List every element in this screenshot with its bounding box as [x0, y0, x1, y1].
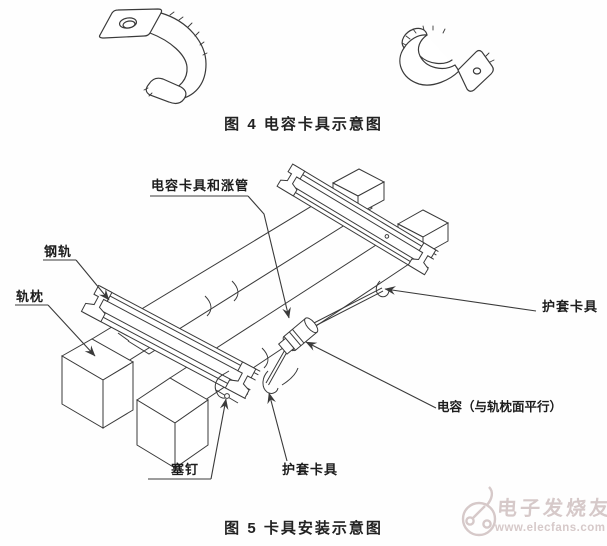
watermark-name: 电子发烧友: [496, 498, 607, 520]
label-sheath-clamp-bottom: 护套卡具: [282, 462, 339, 477]
label-underlines: [15, 195, 248, 480]
capacitor-assembly: [262, 280, 390, 394]
clamp-j-hook-drawing: [98, 8, 208, 105]
sleeper-end-block-2: [136, 377, 209, 469]
label-steel-rail: 钢轨: [44, 244, 73, 259]
sleeper-end-block-1: [60, 338, 134, 429]
label-capacitor-parallel: 电容（与轨枕面平行）: [437, 400, 563, 414]
sheath-clamp-near-drawing: [262, 370, 279, 394]
label-sheath-clamp-right: 护套卡具: [542, 299, 599, 314]
elecfans-logo-icon: [461, 486, 497, 537]
watermark-site: www.elecfans.com: [495, 522, 606, 534]
leader-plug-pin: [210, 398, 229, 480]
label-capacitor-clamp-tube: 电容卡具和涨管: [151, 178, 250, 193]
plug-pin-drawing: [214, 370, 230, 399]
leader-capacitor-clamp-tube: [247, 195, 291, 319]
leader-sheath-clamp-bottom: [267, 392, 288, 462]
rail-far: [276, 163, 439, 276]
leader-sheath-clamp-right: [384, 286, 537, 312]
figure4-caption: 图 4 电容卡具示意图: [224, 116, 383, 133]
label-plug-pin: 塞钉: [171, 462, 200, 477]
label-sleeper: 轨枕: [16, 289, 45, 304]
clamp-c-hook-drawing: [399, 25, 495, 92]
leader-steel-rail: [75, 259, 110, 301]
leader-lines: [47, 195, 537, 480]
installation-diagram: [15, 163, 537, 480]
leader-capacitor: [305, 341, 437, 409]
leader-sleeper: [47, 304, 96, 357]
figure5-caption: 图 5 卡具安装示意图: [224, 520, 383, 537]
